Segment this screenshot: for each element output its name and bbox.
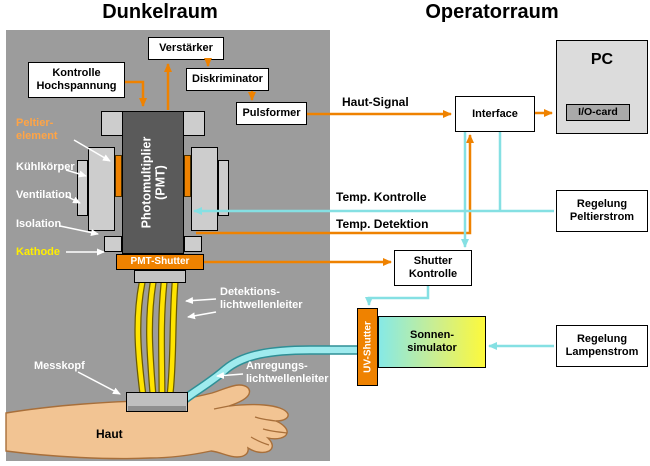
amplifier-box: Verstärker: [148, 37, 224, 60]
heatsink-label: Kühlkörper: [16, 161, 75, 173]
left-heatsink: [88, 147, 115, 231]
pmt-label: Photomultiplier (PMT): [139, 136, 167, 229]
left-cathode-flange: [104, 236, 122, 252]
isolation-label: Isolation: [16, 218, 62, 230]
left-peltier-element: [115, 155, 122, 197]
darkroom-title: Dunkelraum: [102, 1, 218, 23]
peltier-element-label: Peltier- element: [16, 117, 58, 143]
uv-shutter-label: UV-Shutter: [362, 321, 373, 373]
peltier-regulator-box: Regelung Peltierstrom: [556, 190, 648, 232]
right-outer-plate: [218, 160, 229, 216]
fiber-connector: [134, 270, 186, 283]
pc-label: PC: [590, 51, 614, 68]
pmt-shutter: PMT-Shutter: [116, 254, 204, 270]
right-cathode-flange: [184, 236, 202, 252]
measuring-head-label: Messkopf: [34, 360, 85, 372]
photomultiplier-tube: [122, 111, 184, 254]
ventilation-label: Ventilation: [16, 189, 72, 201]
detection-fiber-label: Detektions- lichtwellenleiter: [220, 286, 303, 312]
temp-control-label: Temp. Kontrolle: [336, 190, 427, 204]
skin-signal-label: Haut-Signal: [342, 95, 409, 109]
right-peltier-element: [184, 155, 191, 197]
measuring-head-base: [128, 406, 186, 411]
right-heatsink: [191, 147, 218, 231]
interface-box: Interface: [455, 96, 535, 132]
io-card: I/O-card: [566, 104, 630, 121]
skin-label: Haut: [96, 427, 123, 441]
cathode-label: Kathode: [16, 246, 60, 258]
excitation-fiber-label: Anregungs- lichtwellenleiter: [246, 360, 329, 386]
pulse-shaper-box: Pulsformer: [236, 102, 307, 125]
shutter-control-box: Shutter Kontrolle: [394, 250, 472, 286]
lamp-regulator-box: Regelung Lampenstrom: [556, 325, 648, 367]
hv-control-box: Kontrolle Hochspannung: [28, 62, 125, 98]
left-outer-plate: [77, 160, 88, 216]
temp-detection-label: Temp. Detektion: [336, 217, 429, 231]
solar-simulator-box: Sonnen- simulator: [378, 316, 486, 368]
discriminator-box: Diskriminator: [186, 68, 269, 91]
operator-room-title: Operatorraum: [425, 1, 559, 23]
